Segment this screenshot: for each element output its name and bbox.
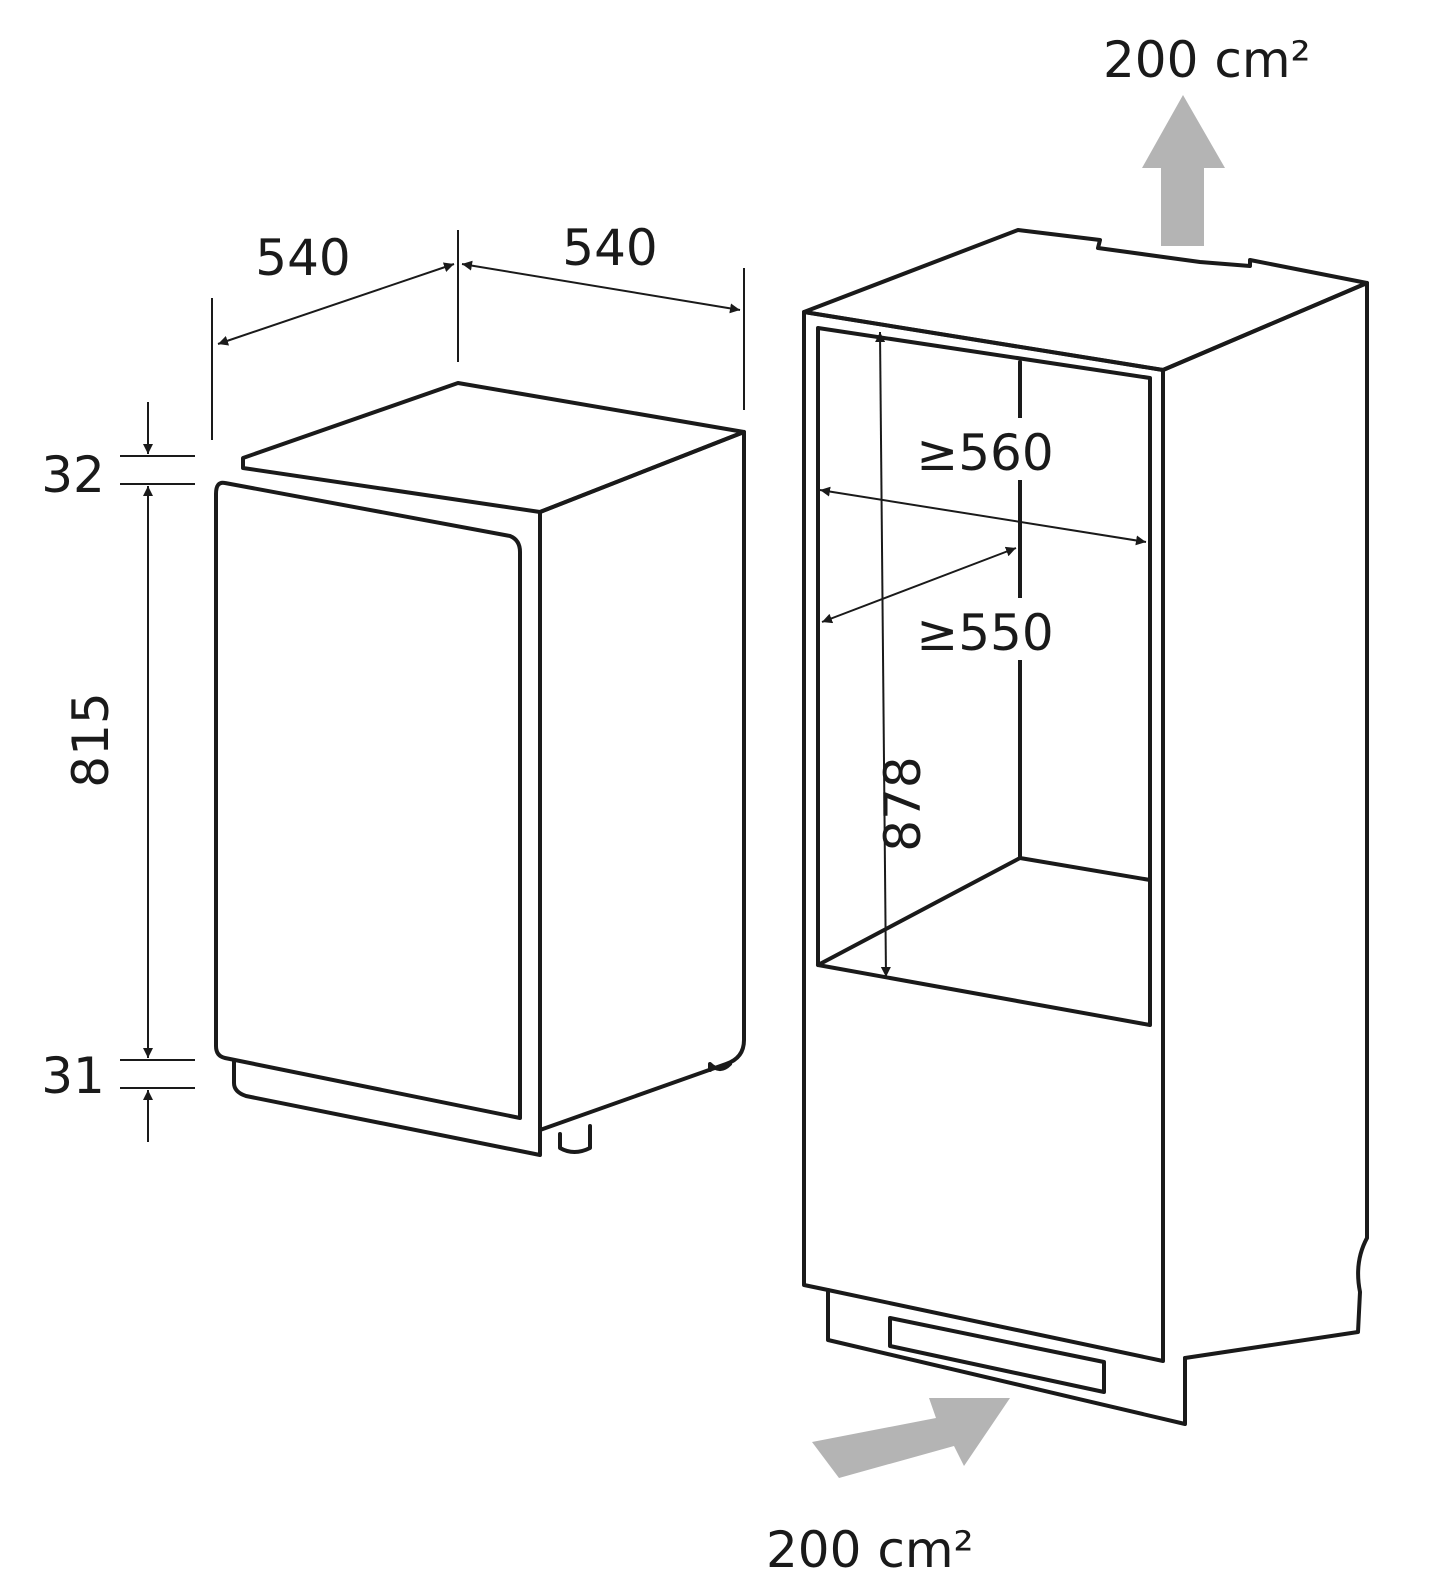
bottom-gap-label: 31 — [41, 1047, 105, 1105]
appliance-plinth — [232, 1059, 542, 1157]
niche-dimensions — [819, 331, 1147, 978]
min-depth-label: ≥550 — [916, 604, 1053, 662]
depth-dimension-label: 540 — [255, 229, 350, 287]
appliance-foot-front — [558, 1124, 592, 1154]
min-depth-label-bg — [912, 598, 1060, 660]
vent-outlet-arrow — [1142, 95, 1225, 246]
appliance-side — [538, 430, 746, 1132]
appliance-door — [214, 480, 522, 1120]
ventilation-grille — [888, 1316, 1106, 1394]
niche-opening — [816, 326, 1152, 1027]
appliance-top — [241, 381, 746, 514]
niche-height-label: 878 — [874, 756, 932, 851]
vent-outlet-label: 200 cm² — [1103, 31, 1311, 89]
cabinet-plinth — [826, 1288, 1187, 1426]
appliance-drawing — [214, 381, 746, 1157]
appliance-dimensions — [120, 230, 745, 1142]
niche-cabinet — [802, 228, 1369, 1426]
appliance-foot-back — [708, 1062, 732, 1072]
door-height-label: 815 — [62, 692, 120, 787]
min-width-label-bg — [912, 418, 1060, 480]
cabinet-top — [802, 228, 1369, 372]
top-gap-label: 32 — [41, 446, 105, 504]
cabinet-side — [1161, 281, 1369, 1360]
vent-inlet-label: 200 cm² — [766, 1521, 974, 1579]
min-width-label: ≥560 — [916, 424, 1053, 482]
niche-height-label-bg — [890, 768, 950, 876]
cabinet-front — [802, 310, 1165, 1363]
vent-inlet-arrow — [812, 1398, 1010, 1478]
width-dimension-label: 540 — [562, 219, 657, 277]
